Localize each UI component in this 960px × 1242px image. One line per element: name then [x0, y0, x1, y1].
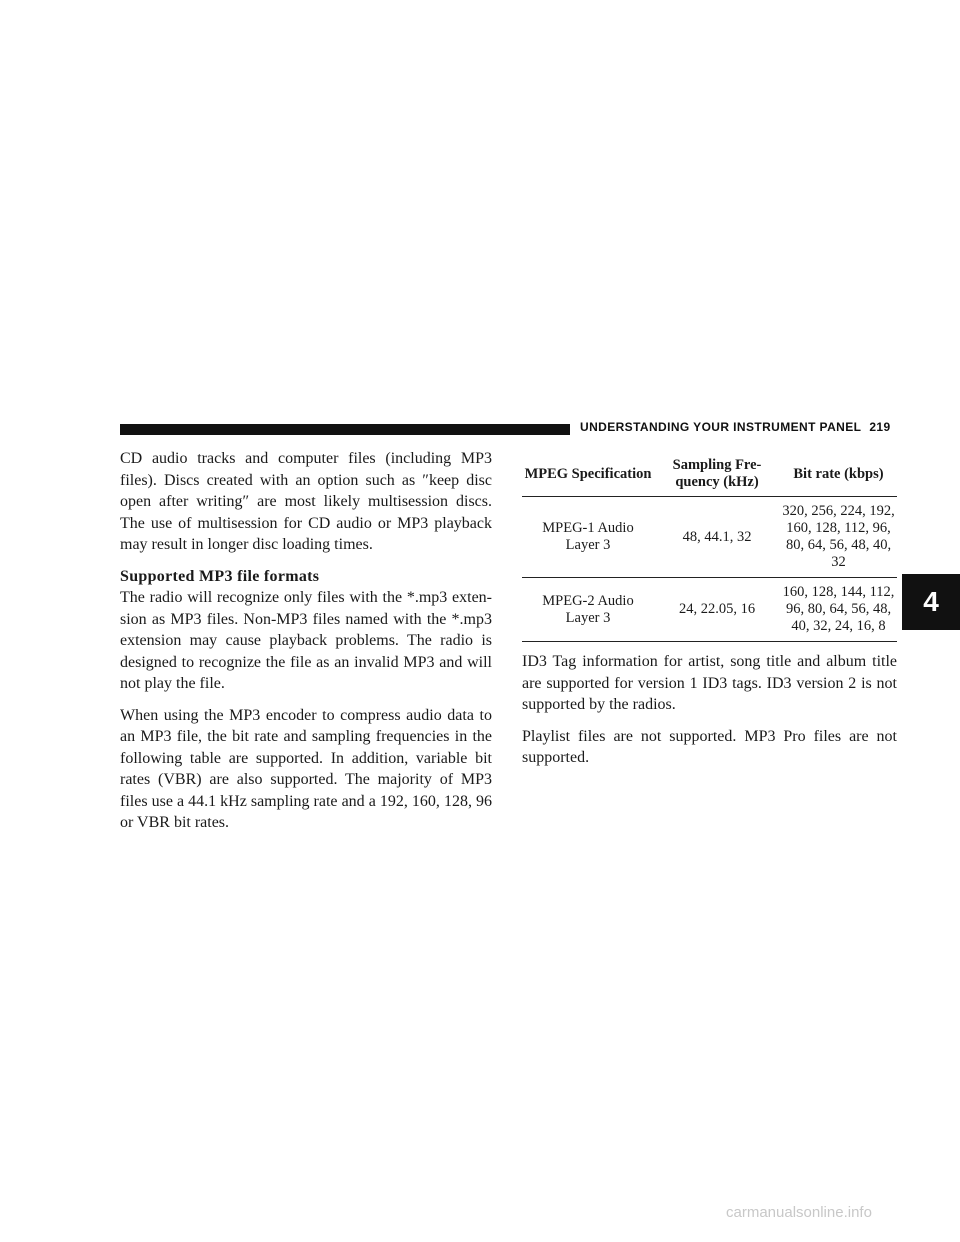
page-number: 219 — [869, 420, 891, 434]
mp3-format-table: MPEG Specification Sampling Fre-quency (… — [522, 455, 897, 642]
watermark-text: carmanualsonline.info — [726, 1204, 872, 1221]
table-cell: 160, 128, 144, 112, 96, 80, 64, 56, 48, … — [780, 577, 897, 642]
paragraph-id3: ID3 Tag information for artist, song tit… — [522, 653, 897, 713]
table-row: MPEG-1 Audio Layer 3 48, 44.1, 32 320, 2… — [522, 496, 897, 578]
paragraph-playlist: Playlist files are not supported. MP3 Pr… — [522, 727, 897, 767]
section-heading: Supported MP3 file formats — [120, 567, 320, 585]
table-cell: MPEG-1 Audio Layer 3 — [522, 496, 654, 578]
running-header: UNDERSTANDING YOUR INSTRUMENT PANEL 219 — [580, 420, 891, 434]
section-title: UNDERSTANDING YOUR INSTRUMENT PANEL — [580, 420, 862, 434]
header-bit-rate: Bit rate (kbps) — [780, 455, 897, 497]
table-row: MPEG-2 Audio Layer 3 24, 22.05, 16 160, … — [522, 577, 897, 642]
table-cell: 320, 256, 224, 192, 160, 128, 112, 96, 8… — [780, 496, 897, 578]
paragraph-recognize: The radio will recognize only files with… — [120, 589, 492, 692]
right-column: MPEG Specification Sampling Fre-quency (… — [522, 455, 897, 769]
table-cell: 24, 22.05, 16 — [654, 577, 780, 642]
table-cell: MPEG-2 Audio Layer 3 — [522, 577, 654, 642]
paragraph-encoder: When using the MP3 encoder to compress a… — [120, 706, 492, 832]
table-cell: 48, 44.1, 32 — [654, 496, 780, 578]
header-mpeg-spec: MPEG Specification — [522, 455, 654, 497]
header-sampling-frequency: Sampling Fre-quency (kHz) — [654, 455, 780, 497]
chapter-tab: 4 — [902, 574, 960, 630]
paragraph-multisession: CD audio tracks and computer files (incl… — [120, 450, 492, 553]
left-column: CD audio tracks and computer files (incl… — [120, 448, 492, 844]
table-header-row: MPEG Specification Sampling Fre-quency (… — [522, 455, 897, 497]
header-rule — [120, 424, 570, 435]
